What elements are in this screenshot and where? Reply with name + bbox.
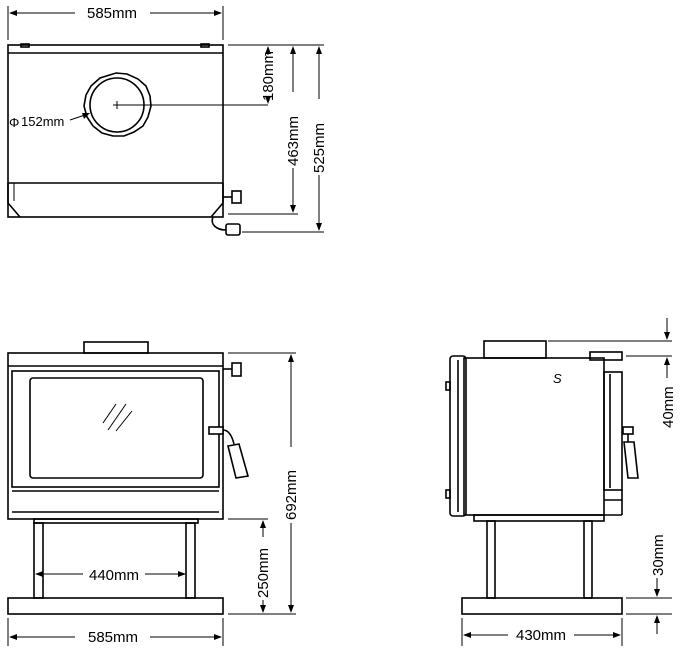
front-glass-window [29, 377, 204, 479]
side-base-plate [473, 514, 605, 522]
front-width-label: 585mm [88, 629, 138, 646]
front-leg-left [33, 522, 44, 599]
leg-height-label: 250mm [255, 548, 272, 598]
top-handle-arm [211, 216, 227, 231]
side-floor-plate [461, 597, 623, 615]
arrowhead [9, 634, 17, 640]
side-logo: S [553, 371, 562, 386]
arrowhead [35, 571, 43, 577]
arrowhead [288, 605, 294, 613]
arrowhead [290, 46, 296, 54]
arrowhead [214, 634, 222, 640]
top-front-lip [7, 182, 224, 218]
arrowhead [664, 332, 670, 340]
side-handle-mount [622, 426, 634, 435]
arrowhead [260, 605, 266, 613]
top-hinge-left [20, 43, 30, 48]
front-base-plate [33, 518, 199, 524]
top-hinge-right [200, 43, 210, 48]
glass-reflection-1 [102, 403, 117, 424]
top-knob [231, 190, 242, 204]
side-top-rear-plate [589, 351, 623, 361]
top-handle-grip [225, 223, 241, 236]
arrowhead [9, 10, 17, 16]
front-door-frame [11, 370, 220, 488]
flue-offset-label: 180mm [260, 51, 277, 101]
side-view: S 40mm 30mm 430mm [445, 318, 677, 646]
top-width-label: 585mm [87, 5, 137, 22]
side-rear-panel [603, 371, 623, 491]
arrowhead [265, 46, 271, 54]
arrowhead [290, 205, 296, 213]
side-leg-rear [583, 520, 593, 599]
arrowhead [654, 589, 660, 597]
side-body-outline [463, 357, 605, 516]
arrowhead [664, 357, 670, 365]
top-view: 585mm Φ 152mm 180mm [7, 5, 328, 236]
top-body-outline [7, 44, 224, 218]
front-handle-arm [222, 429, 235, 445]
front-handle-grip [227, 443, 250, 479]
side-door-hinge-top [445, 381, 451, 391]
side-leg-front [486, 520, 496, 599]
arrowhead [288, 354, 294, 362]
front-knob [231, 362, 242, 377]
arrowhead [463, 632, 471, 638]
arrowhead [654, 615, 660, 623]
arrowhead [316, 223, 322, 231]
side-flue-collar [483, 340, 547, 359]
overall-depth-label: 525mm [311, 123, 328, 173]
glass-reflection-3 [115, 410, 133, 432]
arrowhead [316, 46, 322, 54]
side-door-hinge-bottom [445, 489, 451, 499]
front-floor-plate [7, 597, 224, 615]
flue-diameter-label: 152mm [21, 114, 64, 129]
front-leg-right [185, 522, 196, 599]
leg-span-label: 440mm [89, 567, 139, 584]
side-handle-grip [623, 441, 639, 479]
diameter-symbol: Φ [9, 115, 19, 130]
glass-reflection-2 [107, 403, 127, 431]
base-offset-label: 30mm [650, 534, 667, 576]
front-flue-collar [83, 341, 149, 354]
arrowhead [82, 113, 90, 119]
front-handle-mount [208, 426, 224, 435]
height-label: 692mm [283, 470, 300, 520]
side-door-profile [449, 355, 467, 517]
top-depth-label: 463mm [285, 116, 302, 166]
side-depth-label: 430mm [516, 627, 566, 644]
arrowhead [265, 96, 271, 104]
arrowhead [178, 571, 186, 577]
arrowhead [613, 632, 621, 638]
arrowhead [214, 10, 222, 16]
front-view: 440mm 585mm 692mm 250mm [7, 341, 300, 646]
flue-rise-label: 40mm [660, 386, 677, 428]
arrowhead [260, 520, 266, 528]
